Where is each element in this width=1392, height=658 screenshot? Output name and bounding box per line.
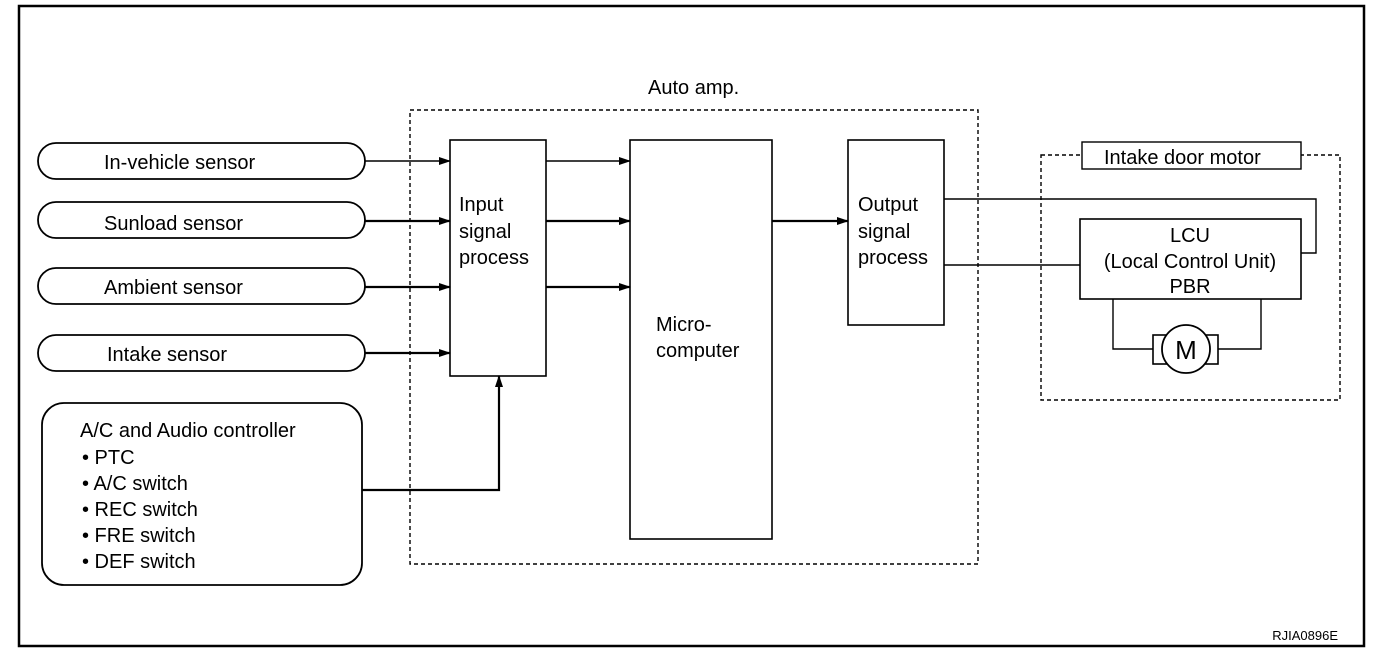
diagram-frame xyxy=(17,4,1366,648)
input-signal-process-block: Input signal process xyxy=(449,139,547,377)
block-label: Micro- xyxy=(656,314,712,336)
motor-symbol: M xyxy=(1112,299,1262,374)
motor-group-title: Intake door motor xyxy=(1104,147,1261,169)
lcu-label: PBR xyxy=(1169,276,1210,298)
sensor-in-vehicle: In-vehicle sensor xyxy=(37,142,366,180)
sensor-label: In-vehicle sensor xyxy=(104,152,256,174)
controller-item: • A/C switch xyxy=(82,473,188,495)
lcu-block: LCU (Local Control Unit) PBR xyxy=(1079,218,1302,300)
controller-item: • DEF switch xyxy=(82,551,196,573)
controller-item: • PTC xyxy=(82,447,135,469)
sensor-label: Sunload sensor xyxy=(104,213,243,235)
sensor-sunload: Sunload sensor xyxy=(37,201,366,239)
controller-title: A/C and Audio controller xyxy=(80,420,296,442)
sensor-label: Ambient sensor xyxy=(104,277,243,299)
motor-m-label: M xyxy=(1175,335,1197,365)
output-signal-process-block: Output signal process xyxy=(847,139,945,326)
intake-door-motor-title: Intake door motor xyxy=(1081,141,1302,170)
block-label: Output xyxy=(858,194,918,216)
figure-id: RJIA0896E xyxy=(1272,628,1338,643)
block-label: computer xyxy=(656,340,740,362)
microcomputer-block: Micro- computer xyxy=(629,139,773,540)
block-label: signal xyxy=(858,221,910,243)
sensor-ambient: Ambient sensor xyxy=(37,267,366,305)
auto-amp-label: Auto amp. xyxy=(648,77,739,99)
output-to-lcu-wire xyxy=(944,198,1317,254)
controller-item: • REC switch xyxy=(82,499,198,521)
block-label: process xyxy=(459,247,529,269)
block-label: signal xyxy=(459,221,511,243)
sensor-label: Intake sensor xyxy=(107,344,227,366)
lcu-label: LCU xyxy=(1170,225,1210,247)
block-label: process xyxy=(858,247,928,269)
sensor-intake: Intake sensor xyxy=(37,334,366,372)
ac-audio-controller: A/C and Audio controller • PTC • A/C swi… xyxy=(41,402,363,586)
lcu-label: (Local Control Unit) xyxy=(1104,251,1276,273)
auto-amp-boundary xyxy=(409,109,979,565)
controller-item: • FRE switch xyxy=(82,525,196,547)
controller-signal-arrow xyxy=(362,375,503,492)
block-label: Input xyxy=(459,194,504,216)
